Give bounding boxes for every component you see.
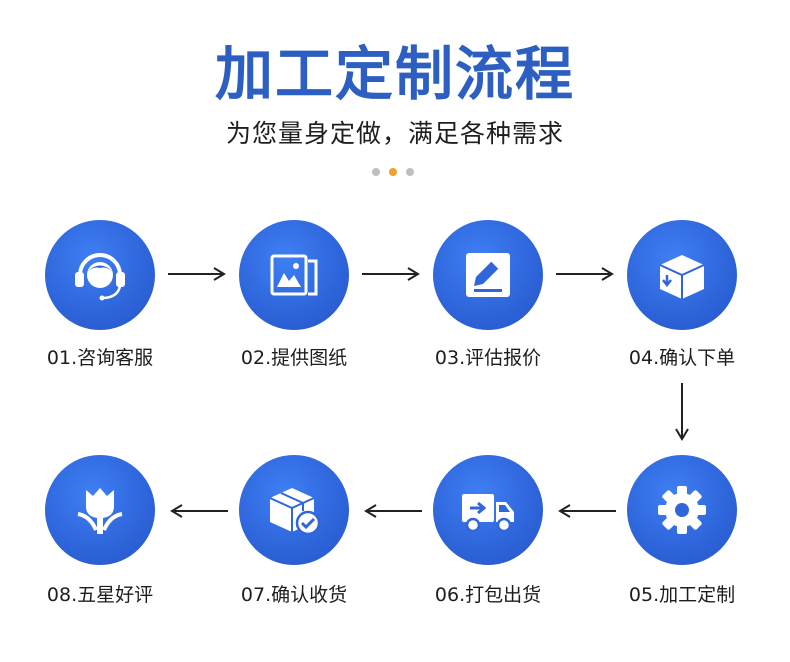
step-5-label: 05.加工定制 <box>628 584 736 606</box>
step-8-label: 08.五星好评 <box>46 584 154 606</box>
arrow-left-1 <box>558 504 616 518</box>
step-4-circle <box>627 220 737 330</box>
edit-document-icon <box>466 253 510 297</box>
package-check-icon <box>269 488 321 536</box>
step-1-circle <box>45 220 155 330</box>
page-indicator-dots <box>372 168 418 176</box>
indicator-dot <box>406 168 414 176</box>
page-subtitle: 为您量身定做，满足各种需求 <box>225 119 564 148</box>
picture-icon <box>270 254 318 296</box>
step-1-label: 01.咨询客服 <box>46 347 154 369</box>
step-3-circle <box>433 220 543 330</box>
step-6-label: 06.打包出货 <box>434 584 542 606</box>
arrow-right-3 <box>556 267 614 281</box>
headset-icon <box>75 253 125 301</box>
step-7-circle <box>239 455 349 565</box>
arrow-right-1 <box>168 267 226 281</box>
step-4-label: 04.确认下单 <box>628 347 736 369</box>
tulip-icon <box>77 488 123 534</box>
delivery-truck-icon <box>462 494 514 533</box>
arrow-right-2 <box>362 267 420 281</box>
step-7-label: 07.确认收货 <box>240 584 348 606</box>
arrow-left-2 <box>364 504 422 518</box>
box-download-icon <box>659 255 705 299</box>
step-6-circle <box>433 455 543 565</box>
arrow-left-3 <box>170 504 228 518</box>
indicator-dot-active <box>389 168 397 176</box>
step-5-circle <box>627 455 737 565</box>
indicator-dot <box>372 168 380 176</box>
page-title: 加工定制流程 <box>214 40 575 108</box>
step-2-circle <box>239 220 349 330</box>
step-2-label: 02.提供图纸 <box>240 347 348 369</box>
gear-icon <box>658 486 706 534</box>
arrow-down <box>675 383 689 441</box>
step-8-circle <box>45 455 155 565</box>
step-3-label: 03.评估报价 <box>434 347 542 369</box>
